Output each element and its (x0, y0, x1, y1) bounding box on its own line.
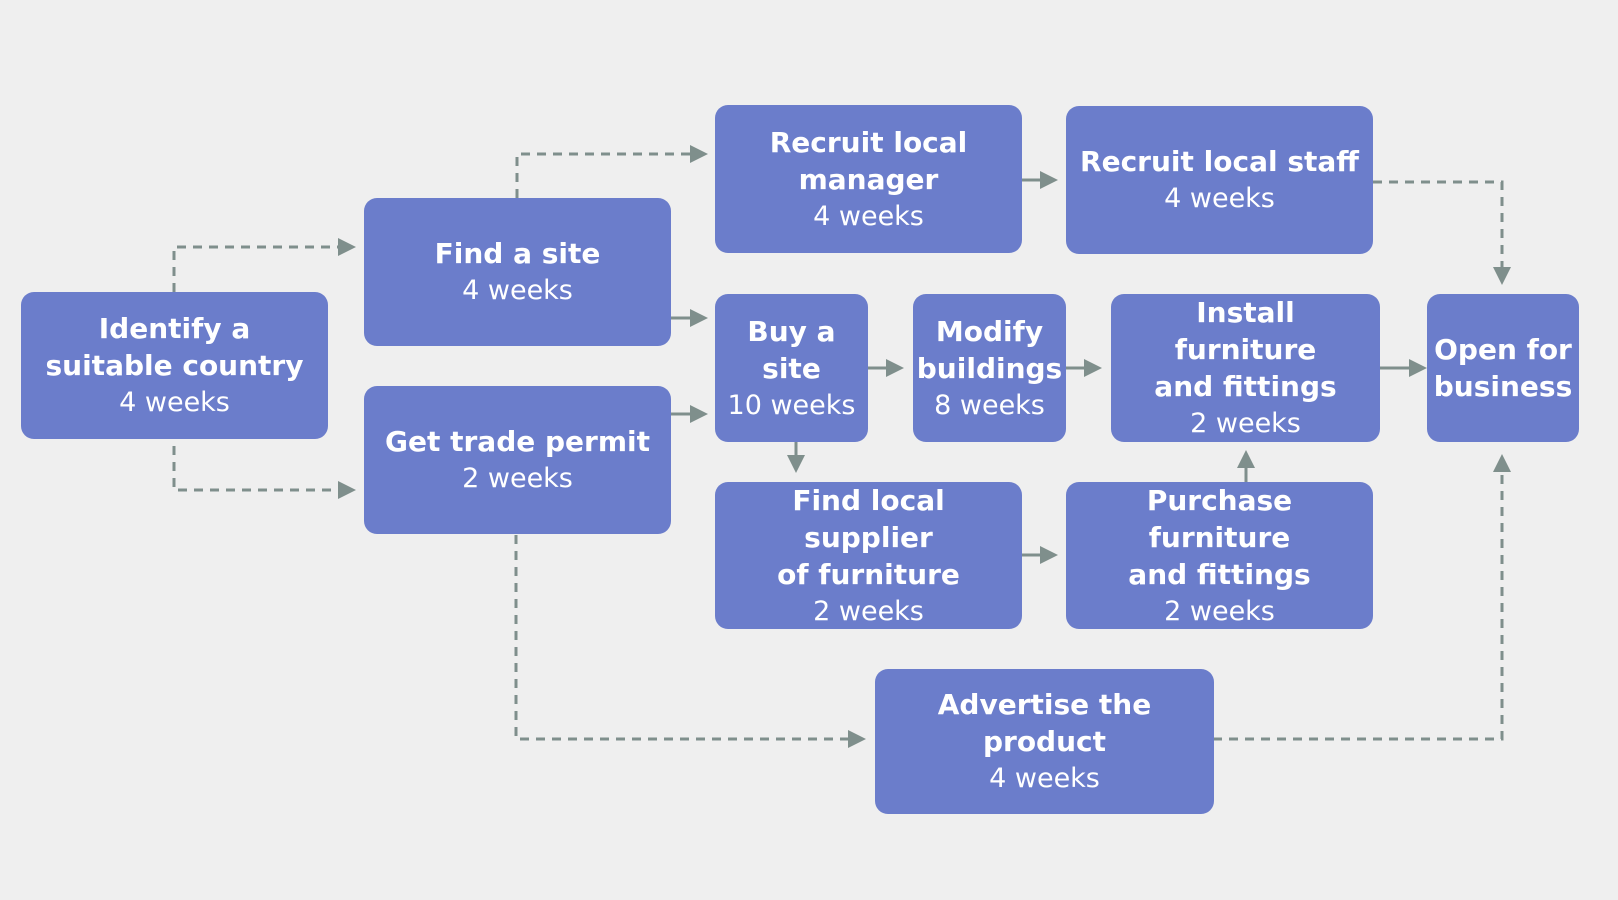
task-title: Install furniture and fittings (1154, 296, 1337, 403)
task-title: Find a site (434, 237, 601, 270)
edge-recruit-staff-to-open (1373, 180, 1511, 285)
task-title: Modify buildings (916, 314, 1063, 385)
task-duration: 2 weeks (1190, 408, 1301, 439)
edge-trade-permit-to-buy-site (671, 405, 708, 423)
task-title: Buy a site (747, 314, 836, 385)
task-duration: 2 weeks (462, 463, 573, 494)
edge-modify-buildings-to-install (1066, 359, 1102, 377)
task-open-for-business: Open for business (1427, 294, 1579, 442)
task-duration: 4 weeks (1164, 183, 1275, 214)
task-recruit-staff: Recruit local staff 4 weeks (1066, 106, 1373, 254)
task-find-supplier: Find local supplier of furniture 2 weeks (715, 482, 1022, 629)
edge-install-to-open (1380, 359, 1427, 377)
task-duration: 2 weeks (1164, 595, 1275, 627)
task-title: Get trade permit (385, 425, 650, 458)
task-duration: 10 weeks (727, 389, 856, 421)
task-title: Recruit local manager (769, 125, 968, 196)
task-duration: 4 weeks (119, 387, 230, 418)
task-title: Advertise the product (937, 688, 1152, 758)
edge-purchase-to-install (1237, 450, 1255, 482)
edge-identify-to-trade-permit (172, 446, 356, 499)
task-recruit-manager: Recruit local manager 4 weeks (715, 105, 1022, 253)
edge-identify-to-find-site (172, 238, 356, 292)
edge-find-site-to-buy-site (671, 309, 708, 327)
task-duration: 2 weeks (813, 595, 924, 627)
edge-buy-site-to-find-supplier (787, 442, 805, 473)
task-modify-buildings: Modify buildings 8 weeks (913, 294, 1066, 442)
task-duration: 4 weeks (813, 200, 924, 232)
task-title: Identify a suitable country (45, 312, 304, 382)
task-advertise-product: Advertise the product 4 weeks (875, 669, 1214, 814)
task-find-site: Find a site 4 weeks (364, 198, 671, 346)
task-buy-site: Buy a site 10 weeks (715, 294, 868, 442)
edge-find-site-to-recruit-manager (515, 145, 708, 198)
edge-buy-site-to-modify-buildings (868, 359, 904, 377)
task-title: Open for business (1433, 333, 1573, 403)
edge-find-supplier-to-purchase (1022, 546, 1058, 564)
task-purchase-furniture: Purchase furniture and fittings 2 weeks (1066, 482, 1373, 629)
task-identify-country: Identify a suitable country 4 weeks (21, 292, 328, 439)
edge-advertise-to-open (1213, 454, 1511, 741)
task-title: Recruit local staff (1080, 145, 1359, 178)
task-get-trade-permit: Get trade permit 2 weeks (364, 386, 671, 534)
task-title: Purchase furniture and fittings (1128, 483, 1311, 591)
task-duration: 4 weeks (462, 275, 573, 306)
task-install-furniture: Install furniture and fittings 2 weeks (1111, 294, 1380, 442)
task-duration: 4 weeks (989, 763, 1100, 794)
edge-recruit-manager-to-recruit-staff (1022, 171, 1058, 189)
edge-trade-permit-to-advertise (514, 535, 866, 748)
task-duration: 8 weeks (934, 389, 1045, 421)
task-title: Find local supplier of furniture (777, 483, 960, 591)
